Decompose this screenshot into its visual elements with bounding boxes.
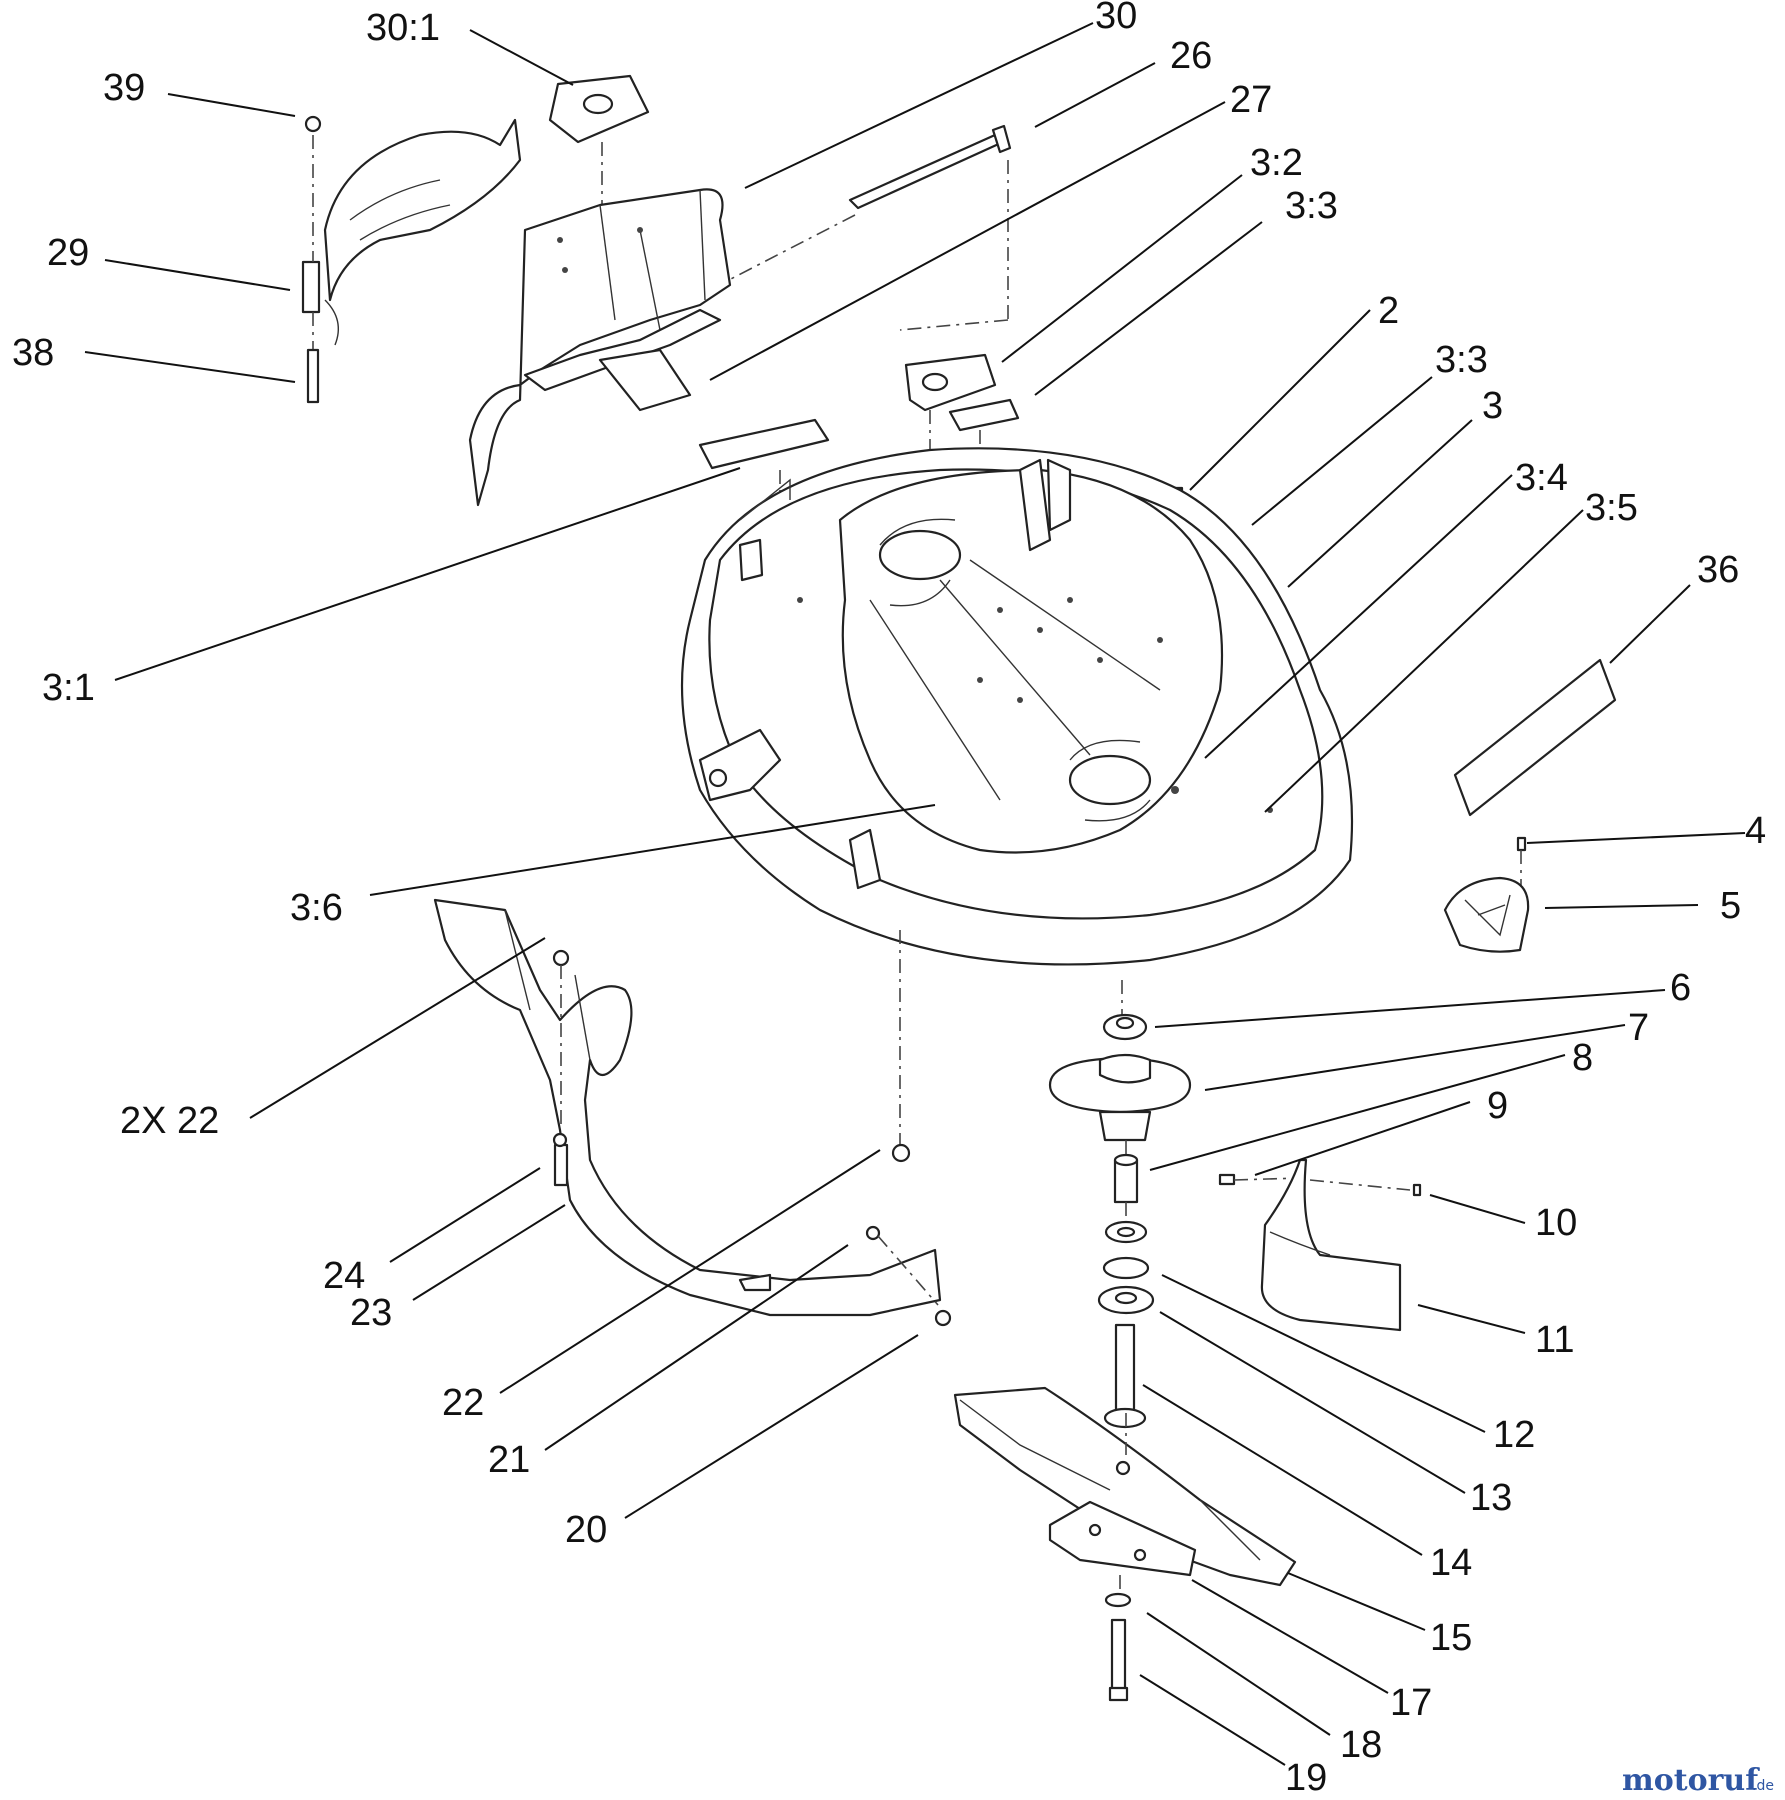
label-36: 36 [1697,549,1739,591]
part-29-bracket-assembly [301,115,522,404]
label-26: 26 [1170,35,1212,77]
label-14: 14 [1430,1542,1472,1584]
label-3-3-a: 3:3 [1285,185,1338,227]
label-2x22: 2X 22 [120,1100,219,1142]
label-29: 29 [47,232,89,274]
label-11: 11 [1535,1319,1574,1361]
part-3-2-decal [904,353,997,470]
label-9: 9 [1487,1085,1508,1127]
label-3-4: 3:4 [1515,457,1568,499]
part-spindle-assembly [953,1013,1297,1702]
part-36-decal [1453,658,1617,817]
label-39: 39 [103,67,145,109]
label-8: 8 [1572,1037,1593,1079]
callout-labels: 30:1 30 26 27 39 29 38 3:2 3:3 2 3:3 3 3… [12,0,1766,1799]
part-30-discharge-chute [468,188,732,507]
label-19: 19 [1285,1757,1327,1799]
label-3-5: 3:5 [1585,487,1638,529]
label-3-6: 3:6 [290,887,343,929]
label-30: 30 [1095,0,1137,37]
label-17: 17 [1390,1682,1432,1724]
part-mower-deck [680,447,1354,1150]
watermark: motoruf .de [1622,1763,1774,1798]
part-23-side-chute [433,898,942,1317]
label-23: 23 [350,1292,392,1334]
label-27: 27 [1230,79,1272,121]
part-22-nut [891,1143,911,1163]
watermark-logo: motoruf [1622,1763,1760,1798]
label-22: 22 [442,1382,484,1424]
label-30-1: 30:1 [366,7,440,49]
label-24: 24 [323,1255,365,1297]
part-5-cover [1443,876,1530,953]
leader-lines [84,22,1746,1766]
label-7: 7 [1628,1007,1649,1049]
label-3-3-b: 3:3 [1435,339,1488,381]
part-21-bolt [865,1225,939,1306]
part-26-rod [689,124,1012,331]
label-4: 4 [1745,810,1766,852]
label-18: 18 [1340,1724,1382,1766]
label-6: 6 [1670,967,1691,1009]
label-2: 2 [1378,290,1399,332]
label-5: 5 [1720,885,1741,927]
label-15: 15 [1430,1617,1472,1659]
part-4-screw [1516,836,1527,890]
label-10: 10 [1535,1202,1577,1244]
label-12: 12 [1493,1414,1535,1456]
label-3-2: 3:2 [1250,142,1303,184]
part-20-nut [934,1309,952,1327]
label-21: 21 [488,1439,530,1481]
label-3-1: 3:1 [42,667,95,709]
label-3: 3 [1482,385,1503,427]
watermark-suffix: .de [1752,1778,1774,1794]
label-13: 13 [1470,1477,1512,1519]
label-20: 20 [565,1509,607,1551]
label-38: 38 [12,332,54,374]
part-11-baffle [1218,1158,1422,1332]
